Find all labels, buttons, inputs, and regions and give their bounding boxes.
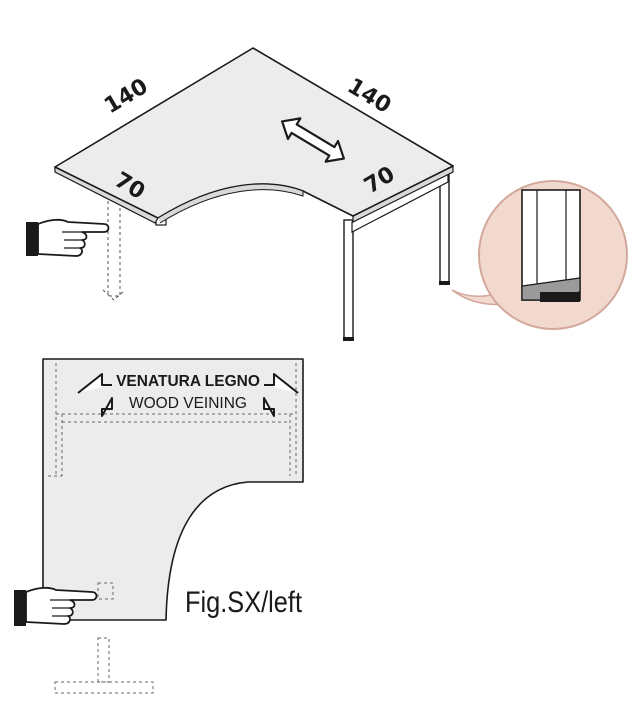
phantom-leg bbox=[102, 195, 126, 301]
plan-desk-top bbox=[42, 358, 304, 621]
veining-label-english: WOOD VEINING bbox=[129, 395, 247, 412]
back-leg-right bbox=[439, 169, 450, 285]
front-leg-right bbox=[343, 219, 354, 341]
double-arrow-icon bbox=[281, 117, 345, 163]
leg-detail-callout bbox=[451, 180, 628, 330]
desk-top-surface bbox=[54, 47, 454, 219]
figure-label: Fig.SX/left bbox=[185, 586, 303, 619]
pointing-hand-icon bbox=[26, 218, 110, 257]
callout-tail bbox=[451, 289, 508, 306]
plan-view: VENATURA LEGNO WOOD VEINING bbox=[42, 358, 304, 694]
veining-arrow bbox=[77, 373, 299, 417]
pointing-hand-icon bbox=[14, 586, 98, 626]
isometric-desk: 140 140 70 70 bbox=[54, 47, 454, 341]
curve-thickness bbox=[157, 183, 304, 224]
veining-label-italian: VENATURA LEGNO bbox=[116, 373, 260, 390]
plan-dashed-frame bbox=[48, 363, 297, 694]
